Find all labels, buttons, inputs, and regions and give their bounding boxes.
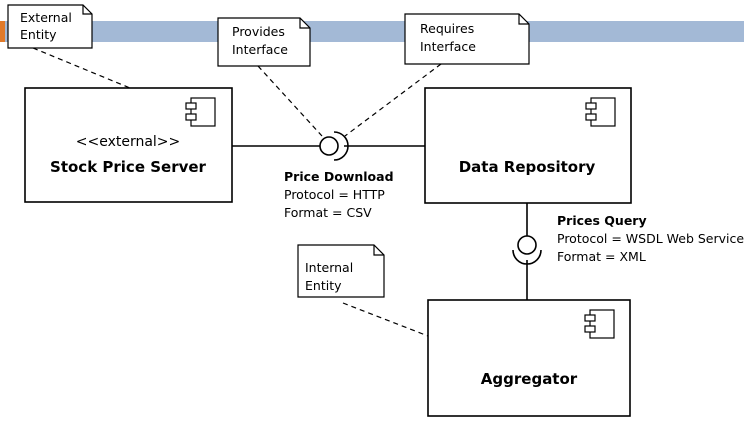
note-provides-line1: Provides: [232, 24, 285, 39]
external-entity-anchor: [32, 47, 131, 89]
prices-query-interface-symbol: [512, 235, 542, 265]
note-provides-line2: Interface: [232, 42, 288, 57]
component-data-repository: Data Repository: [424, 87, 632, 204]
requires-interface-anchor: [344, 63, 442, 137]
note-requires-line1: Requires: [420, 21, 474, 36]
header-band: [0, 21, 744, 42]
note-anchor-lines: [32, 47, 442, 337]
stock-price-server-stereotype: <<external>>: [76, 134, 181, 150]
component-stock-price-server: <<external>> Stock Price Server: [24, 87, 233, 203]
price-download-label: Price Download Protocol = HTTP Format = …: [284, 169, 394, 220]
connector-lines: [232, 145, 528, 300]
component-icon: [585, 97, 616, 127]
note-requires-interface: Requires Interface: [404, 13, 530, 65]
component-aggregator: Aggregator: [427, 299, 631, 417]
note-external-line2: Entity: [20, 27, 57, 42]
prices-query-protocol: Protocol = WSDL Web Service: [557, 231, 744, 246]
note-external-entity: External Entity: [7, 4, 93, 49]
price-download-interface-symbol: [319, 131, 349, 161]
stock-price-server-title: Stock Price Server: [50, 158, 207, 176]
prices-query-format: Format = XML: [557, 249, 646, 264]
prices-query-label: Prices Query Protocol = WSDL Web Service…: [557, 213, 744, 264]
note-internal-entity: Internal Entity: [297, 244, 385, 298]
note-internal-line2: Entity: [305, 278, 342, 293]
prices-query-title: Prices Query: [557, 213, 647, 228]
price-download-format: Format = CSV: [284, 205, 372, 220]
note-external-line1: External: [20, 10, 72, 25]
note-requires-line2: Interface: [420, 39, 476, 54]
price-download-title: Price Download: [284, 169, 394, 184]
price-download-protocol: Protocol = HTTP: [284, 187, 385, 202]
data-repository-title: Data Repository: [459, 158, 596, 176]
note-internal-line1: Internal: [305, 260, 353, 275]
header-band-accent: [0, 21, 5, 42]
note-provides-interface: Provides Interface: [217, 17, 311, 67]
internal-entity-anchor: [342, 302, 429, 337]
aggregator-title: Aggregator: [481, 370, 578, 388]
component-icon: [185, 97, 216, 127]
component-icon: [584, 309, 615, 339]
provides-interface-anchor: [257, 65, 323, 137]
